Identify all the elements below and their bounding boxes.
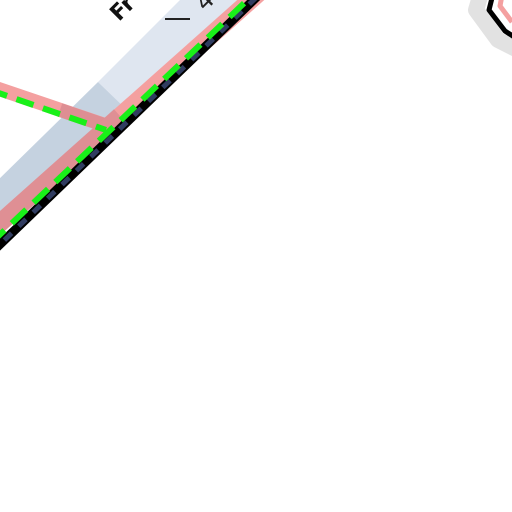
cycle-route-diagonal: [0, 0, 252, 239]
building-outline: [486, 0, 512, 39]
building-halo: [468, 0, 512, 56]
street-label: Fr: [106, 0, 141, 26]
cycle-route-west: [0, 90, 107, 133]
rail-outline: [0, 0, 261, 251]
rail-line: [0, 0, 258, 248]
building-route-overlay: [497, 0, 512, 24]
route-overlay-diagonal-dark: [0, 109, 126, 236]
